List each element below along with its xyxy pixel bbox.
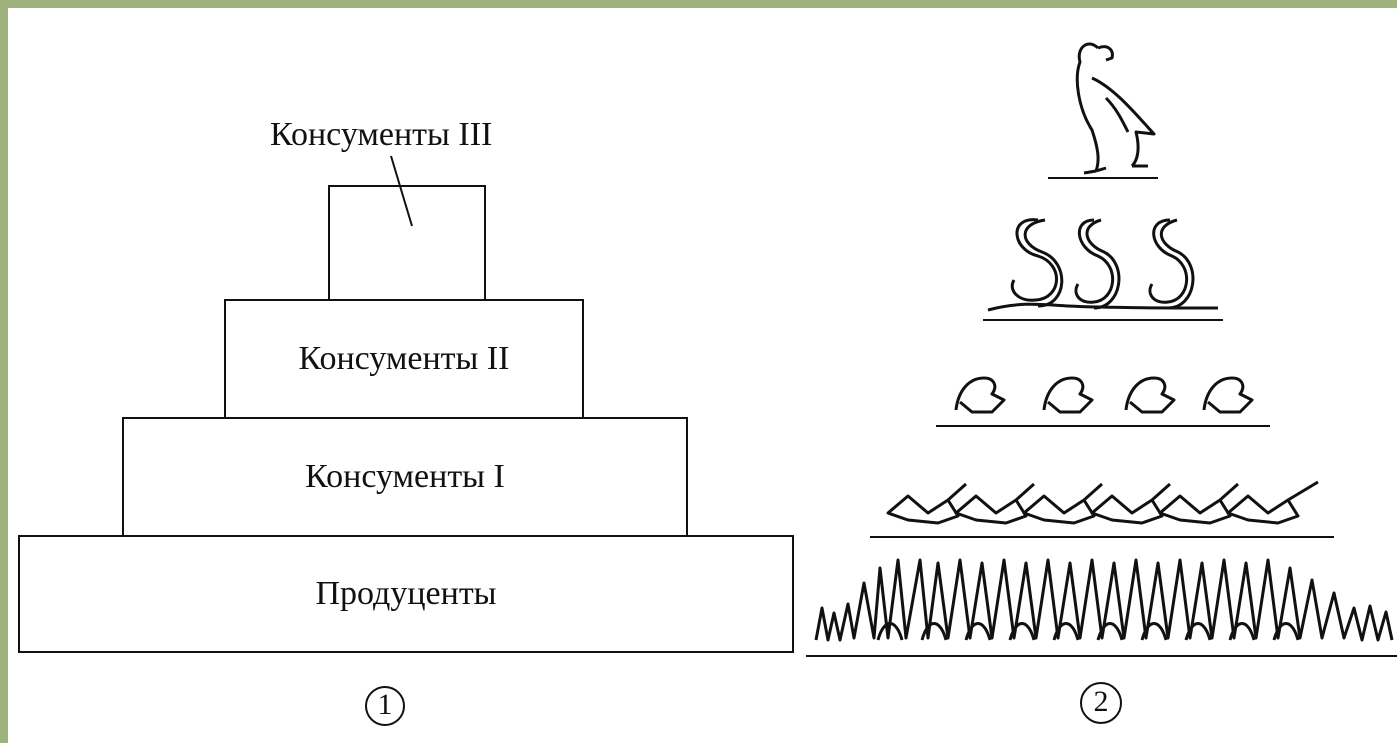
frog-icon: [954, 376, 1254, 414]
number-circle-2: [1080, 682, 1122, 724]
leader-line: [390, 155, 413, 227]
grasshopper-icon: [886, 480, 1319, 525]
tier-label-consumers-2: Консументы II: [298, 340, 510, 377]
pyramid-number-2: 2: [1093, 685, 1109, 718]
number-circle-1: [365, 686, 405, 726]
diagram-lines: [365, 42, 1397, 726]
eagle-icon: [1075, 42, 1156, 175]
tier-consumers-1: Консументы I: [122, 417, 688, 537]
tier-label-producers: Продуценты: [315, 575, 497, 612]
tier-consumers-3: [328, 185, 486, 301]
grass-icon: [814, 558, 1394, 642]
tier-producers: Продуценты: [18, 535, 794, 653]
snake-icon: [987, 218, 1219, 312]
tier-label-consumers-3: Консументы III: [270, 116, 493, 153]
tier-label-consumers-1: Консументы I: [305, 458, 505, 495]
pyramid-number-1: 1: [377, 688, 393, 721]
diagram-frame: Консументы III Консументы II Консументы …: [8, 8, 1397, 743]
